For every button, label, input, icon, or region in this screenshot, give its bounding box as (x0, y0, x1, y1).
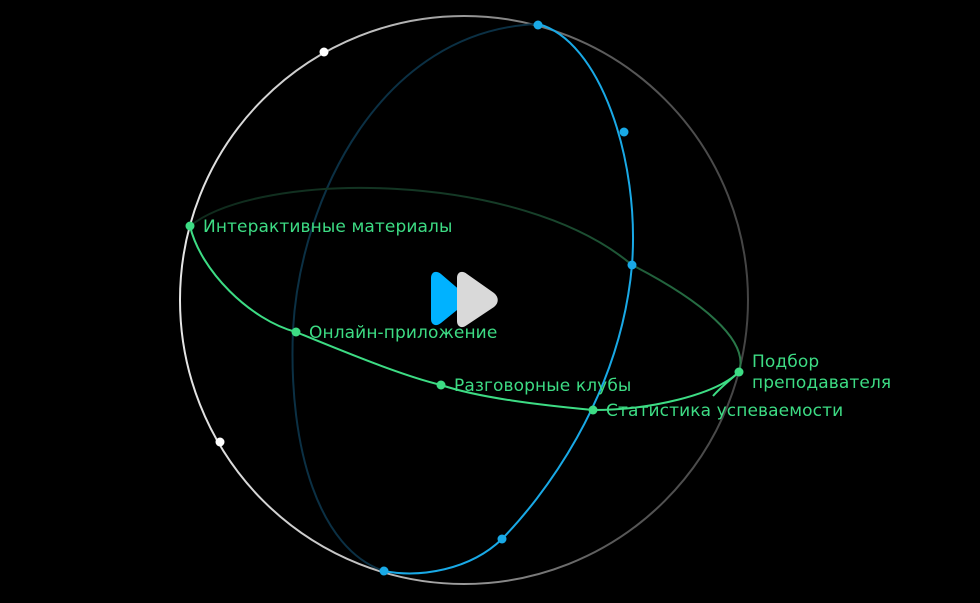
label-tutor: Подбор преподавателя (752, 352, 891, 394)
green-ring-back (189, 186, 742, 373)
node-blue-bottom (379, 566, 389, 576)
node-white-top (319, 47, 329, 57)
label-tutor-line1: Подбор (752, 352, 820, 372)
node-interactive (185, 221, 195, 231)
label-speaking-clubs: Разговорные клубы (454, 376, 632, 396)
play-forward-logo (431, 271, 498, 328)
label-interactive-materials: Интерактивные материалы (203, 217, 453, 237)
label-statistics: Статистика успеваемости (606, 401, 844, 421)
node-blue-2 (627, 260, 637, 270)
node-blue-1 (619, 127, 629, 137)
node-blue-top (533, 20, 543, 30)
meridian-front (383, 23, 634, 575)
meridian-back (291, 23, 539, 572)
node-blue-3 (497, 534, 507, 544)
sphere-outline (179, 15, 749, 585)
node-online-app (291, 327, 301, 337)
label-tutor-line2: преподавателя (752, 373, 892, 393)
node-speaking-clubs (436, 380, 446, 390)
node-statistics (588, 405, 598, 415)
node-white-bottom (215, 437, 225, 447)
label-online-app: Онлайн-приложение (309, 323, 498, 343)
node-tutor (734, 367, 744, 377)
